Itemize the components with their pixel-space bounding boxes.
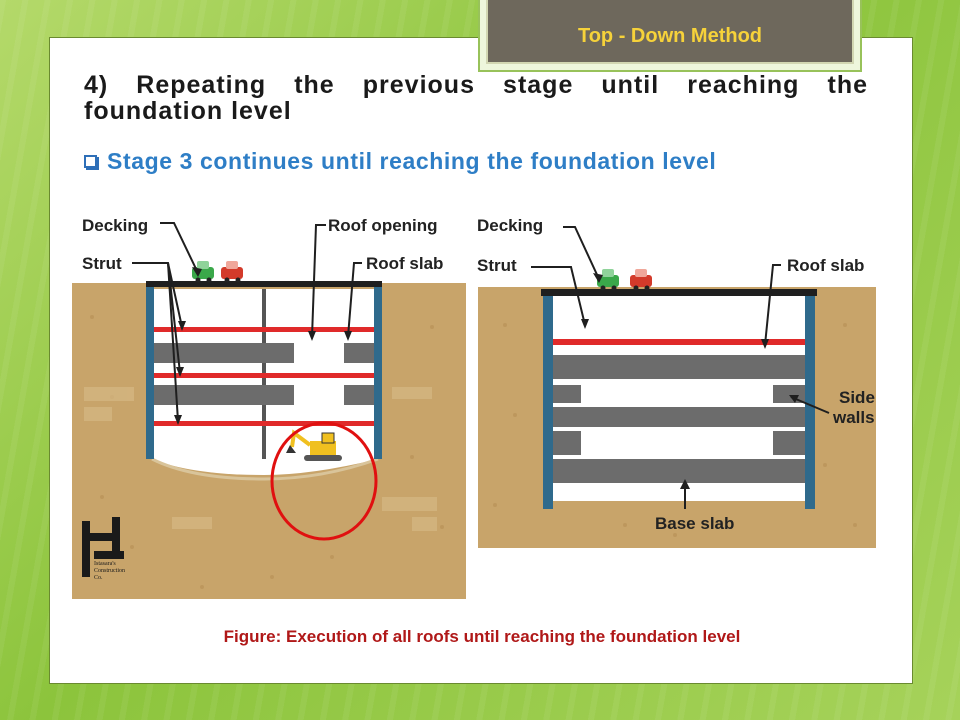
bullet-row: Stage 3 continues until reaching the fou…	[84, 148, 716, 175]
excavator-icon	[286, 429, 342, 461]
side-wall-right-2	[773, 431, 805, 455]
label-base-slab: Base slab	[655, 514, 734, 533]
diaphragm-wall-left	[146, 285, 154, 459]
label-strut-right: Strut	[477, 256, 517, 275]
diaphragm-wall-right	[805, 291, 815, 509]
decking-slab	[541, 289, 817, 296]
highlight-circle	[270, 421, 378, 541]
strut-2	[154, 373, 374, 378]
car-icon	[221, 261, 243, 283]
label-strut-left: Strut	[82, 254, 122, 273]
slide-title: 4) Repeating the previous stage until re…	[84, 71, 868, 125]
roof-slab-2-left	[154, 385, 294, 405]
arrow-icon	[132, 222, 362, 422]
logo-line-2: Construction	[94, 568, 125, 574]
decking-slab	[146, 281, 382, 287]
bullet-text: Stage 3 continues until reaching the fou…	[107, 148, 717, 174]
figure-right: Decking Strut Roof slab Side walls Base …	[475, 205, 890, 550]
strut-1	[154, 327, 374, 332]
side-wall-left-2	[553, 431, 581, 455]
figure-caption: Figure: Execution of all roofs until rea…	[223, 627, 741, 646]
label-side-walls-2: walls	[832, 408, 875, 427]
roof-slab-2	[553, 407, 805, 427]
roof-slab-1-left	[154, 343, 294, 363]
strut-3	[154, 421, 374, 426]
diaphragm-wall-left	[543, 291, 553, 509]
diaphragm-wall-right	[374, 285, 382, 459]
logo-line-3: Co.	[94, 575, 103, 581]
label-decking-left: Decking	[82, 216, 148, 235]
roof-slab-1	[553, 355, 805, 379]
label-decking-right: Decking	[477, 216, 543, 235]
car-icon	[630, 269, 652, 291]
company-logo: Istasara's Construction Co.	[82, 517, 125, 581]
label-roof-slab-left: Roof slab	[366, 254, 443, 273]
side-wall-left-1	[553, 385, 581, 403]
roof-slab-1-right	[344, 343, 374, 363]
title-tag-text: Top - Down Method	[577, 24, 763, 47]
strut-1	[553, 339, 805, 345]
label-roof-slab-right: Roof slab	[787, 256, 864, 275]
roof-slab-2-right	[344, 385, 374, 405]
label-side-walls-1: Side	[839, 388, 875, 407]
figure-left: Decking Strut Roof opening Roof slab Ist…	[72, 197, 466, 599]
title-tag: Top - Down Method	[486, 0, 854, 64]
logo-line-1: Istasara's	[94, 561, 116, 567]
square-bullet-icon	[84, 155, 97, 168]
car-icon	[597, 269, 619, 291]
base-slab	[553, 459, 805, 483]
label-roof-opening: Roof opening	[328, 216, 438, 235]
